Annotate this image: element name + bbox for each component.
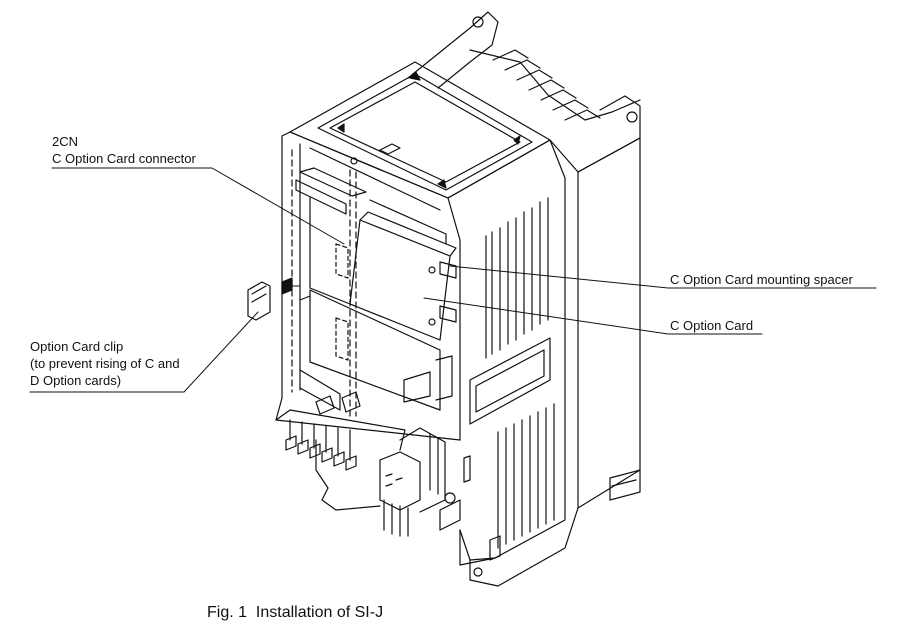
figure-title: Installation of SI-J (255, 604, 384, 621)
card-label: C Option Card (670, 318, 754, 333)
connector-leader (51, 167, 345, 245)
connector-name-text: C Option Card connector (52, 151, 196, 166)
clip-label: Option Card clip (to prevent rising of C… (30, 338, 180, 389)
clip-label-line-2: (to prevent rising of C and (30, 356, 180, 371)
board-compartment (275, 131, 461, 441)
clip-leader (29, 311, 259, 393)
spacer-label: C Option Card mounting spacer (670, 272, 853, 287)
connector-id-text: 2CN (52, 134, 79, 149)
top-cover (289, 61, 551, 199)
option-card-clip-drawing (247, 277, 301, 321)
clip-label-line-1: Option Card clip (30, 339, 124, 354)
mounting-foot (459, 507, 579, 587)
leader-lines (29, 167, 877, 393)
c-option-card-drawing (295, 157, 457, 421)
side-panel (549, 137, 641, 509)
clip-label-line-3: D Option cards) (30, 373, 122, 388)
front-face (447, 139, 566, 566)
connector-label: 2CN C Option Card connector (52, 133, 196, 167)
d-option-card-drawing (299, 289, 453, 415)
spacer-leader (449, 265, 877, 289)
terminal-block-drawing (275, 409, 471, 537)
card-leader (423, 297, 763, 335)
figure-caption: Fig. 1 Installation of SI-J (207, 604, 383, 622)
heatsink-fins (407, 11, 641, 173)
figure-number: Fig. 1 (207, 604, 248, 621)
